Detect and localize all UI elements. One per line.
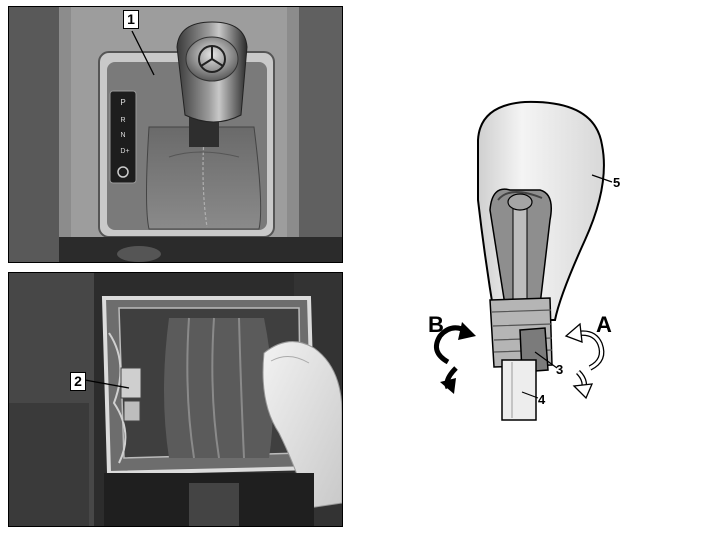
- console-photo-illustration: P R N D+: [9, 7, 342, 262]
- gear-d-indicator: D+: [120, 148, 129, 155]
- rotation-arrow-b-icon: [433, 325, 470, 365]
- callout-2-leader: [84, 379, 130, 389]
- esp-button-icon: [117, 166, 129, 178]
- label-4: 4: [538, 392, 546, 407]
- trim-photo-illustration: [9, 273, 342, 526]
- gear-p-indicator: P: [120, 98, 125, 107]
- label-a: A: [596, 312, 612, 337]
- gear-n-indicator: N: [120, 132, 125, 139]
- knob-removal-diagram: B A 5 3 4: [410, 90, 680, 450]
- knob-diagram-drawing: [433, 100, 613, 421]
- callout-1-leader: [131, 30, 155, 76]
- shift-lever-shaft-4: [501, 359, 537, 421]
- callout-label-1: 1: [123, 10, 139, 29]
- photo-trim-removed: 2: [8, 272, 343, 527]
- label-5: 5: [613, 175, 621, 190]
- callout-label-2: 2: [70, 372, 86, 391]
- label-3: 3: [556, 362, 564, 377]
- label-b: B: [428, 312, 444, 337]
- gear-r-indicator: R: [120, 117, 125, 124]
- photo-shift-knob-console: P R N D+ 1: [8, 6, 343, 263]
- rotation-arrow-a-icon: [564, 322, 583, 343]
